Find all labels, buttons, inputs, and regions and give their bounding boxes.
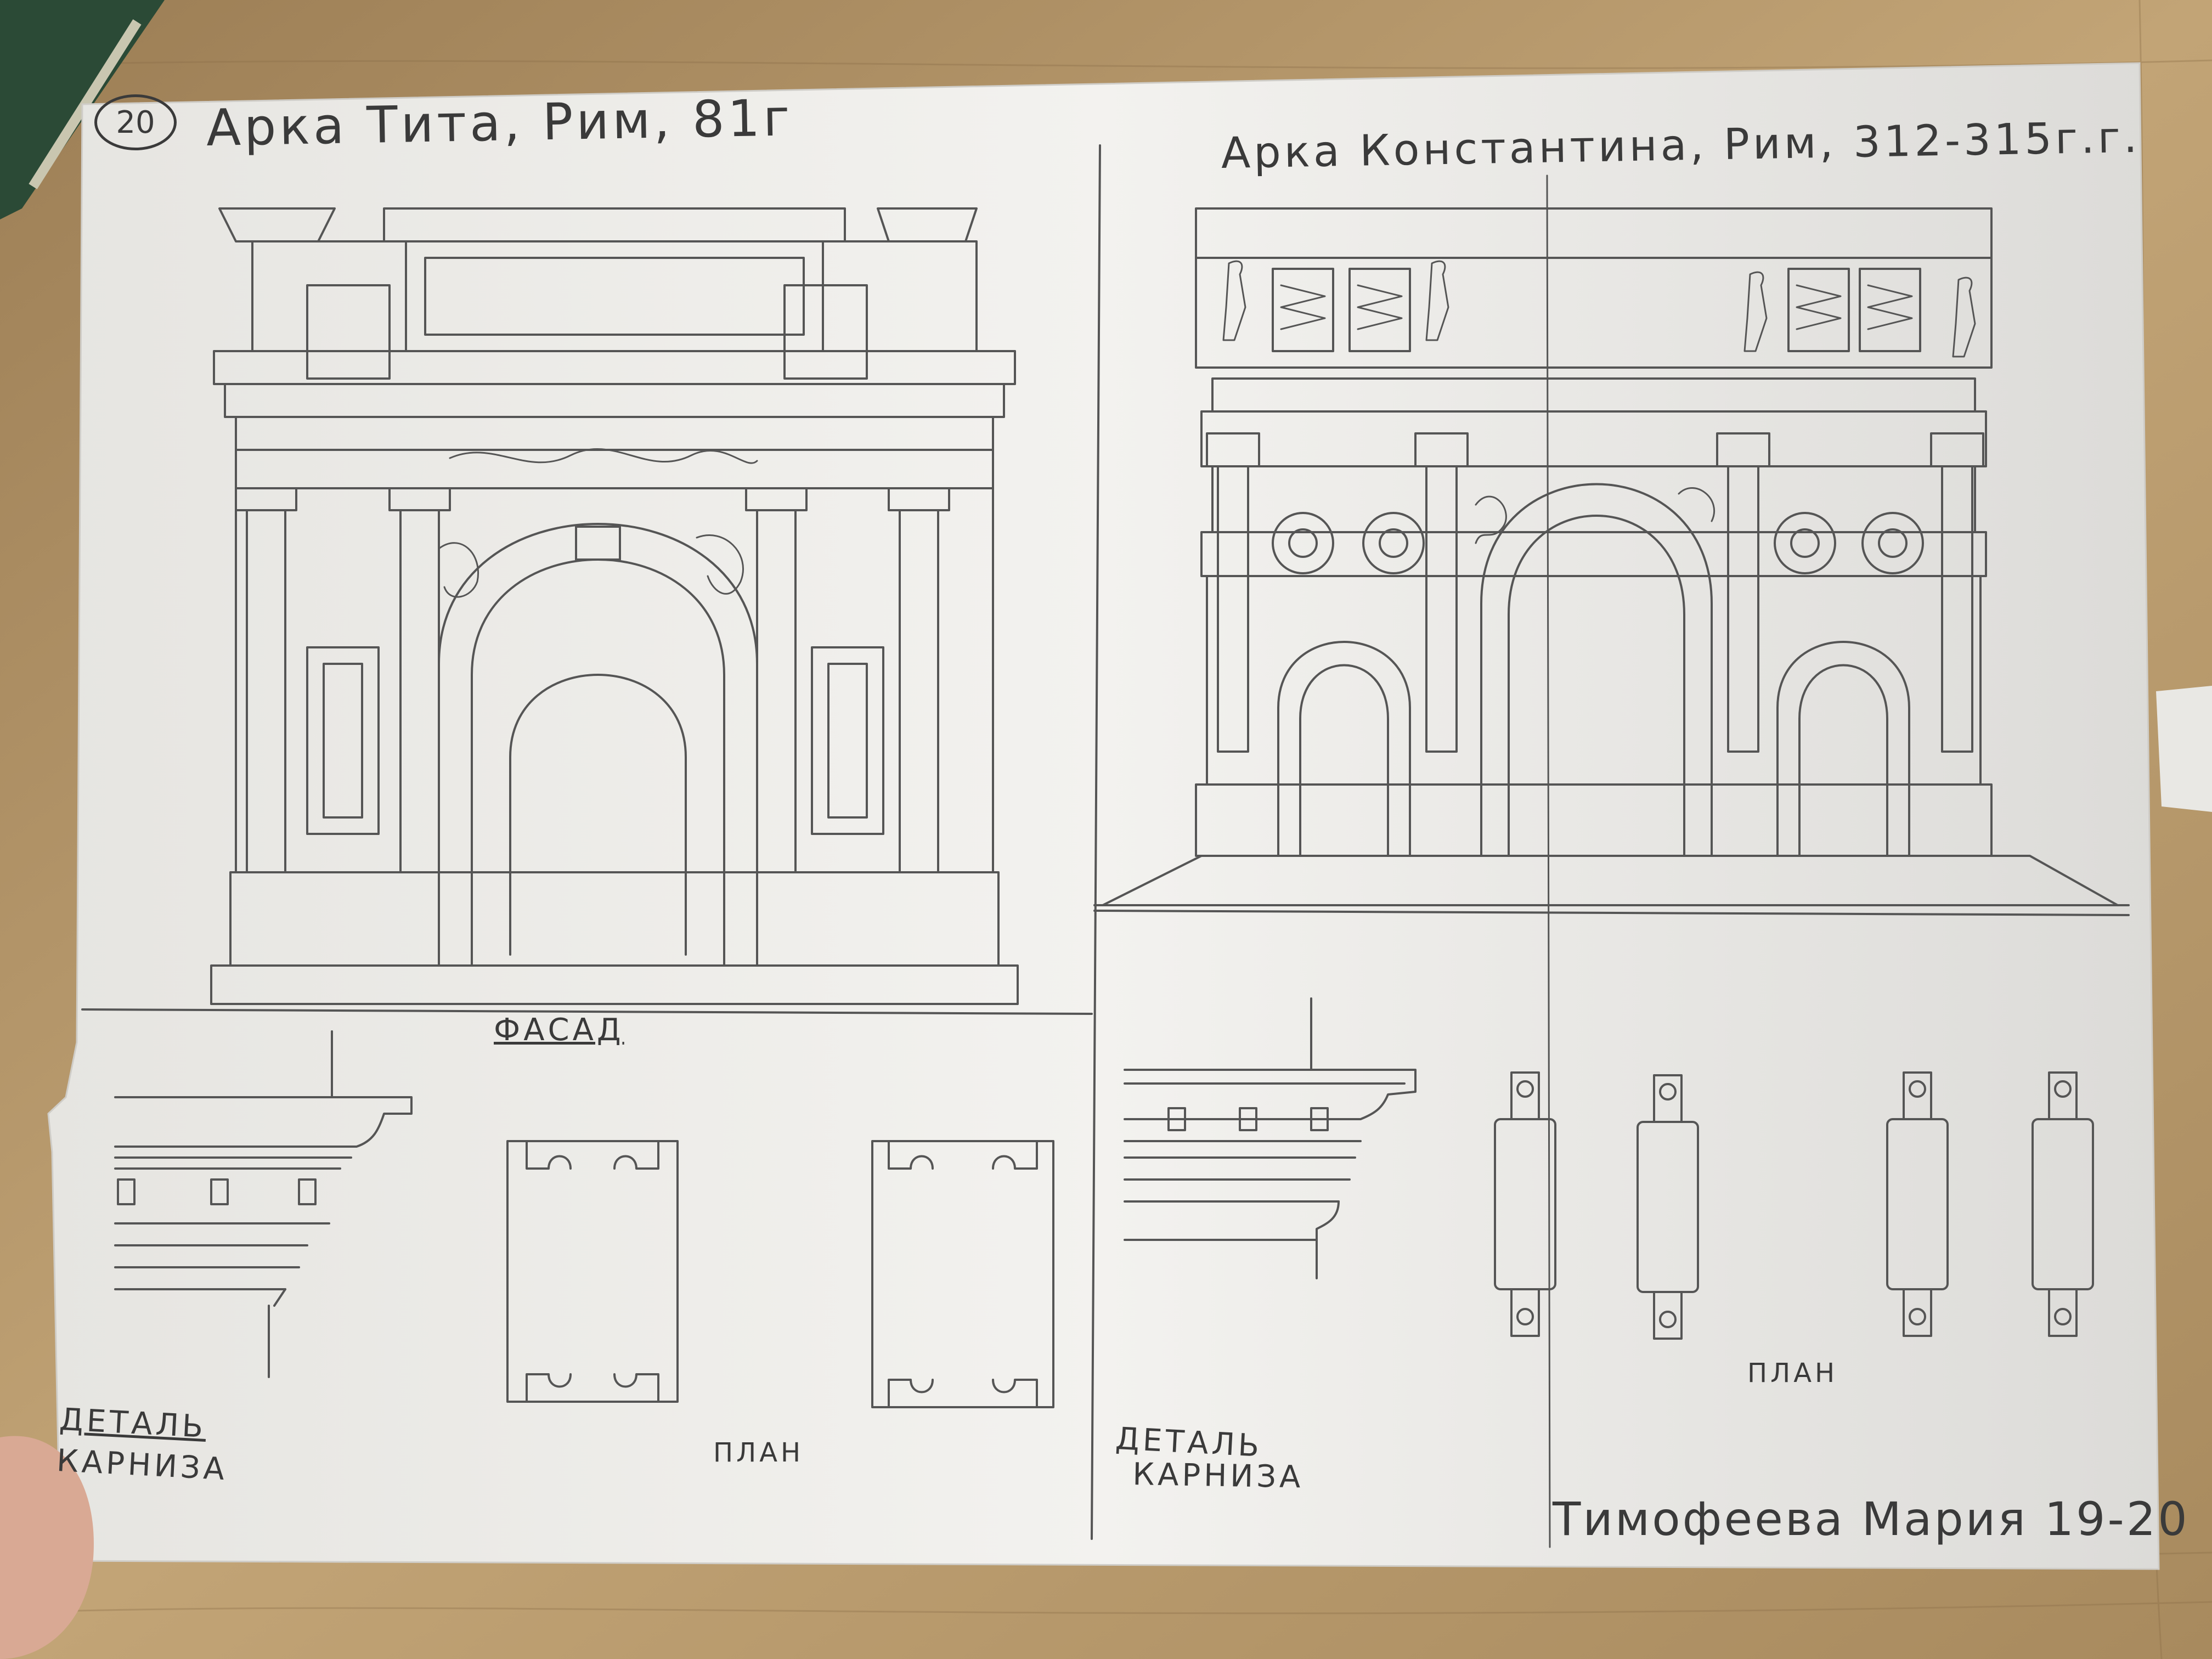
constantine-cornice-detail [1124, 997, 1417, 1279]
arch-of-titus-facade [210, 207, 1019, 1005]
titus-plan-1 [506, 1140, 679, 1403]
left-plan-label: ПЛАН [713, 1437, 804, 1468]
sheet-number: 20 [116, 104, 155, 140]
constantine-plan [1494, 1071, 2094, 1340]
signature: Тимофеева Мария 19-20 [1553, 1492, 2190, 1546]
facade-label: ФАСАД [494, 1012, 624, 1048]
right-plan-label: ПЛАН [1747, 1358, 1838, 1389]
pencil-drawing [81, 144, 2130, 1548]
left-title: Арка Тита, Рим, 81г [206, 88, 794, 157]
next-page [2156, 686, 2212, 812]
paper-sheet [47, 62, 2160, 1570]
titus-cornice-detail [114, 1030, 413, 1378]
right-detail-label-line2: КАРНИЗА [1132, 1457, 1304, 1496]
sheet-number-circle: 20 [94, 94, 177, 150]
thumb [0, 1436, 94, 1659]
arch-of-constantine-facade [1102, 207, 2119, 906]
titus-plan-2 [871, 1140, 1054, 1408]
left-detail-label-line1: ДЕТАЛЬ [58, 1402, 207, 1445]
